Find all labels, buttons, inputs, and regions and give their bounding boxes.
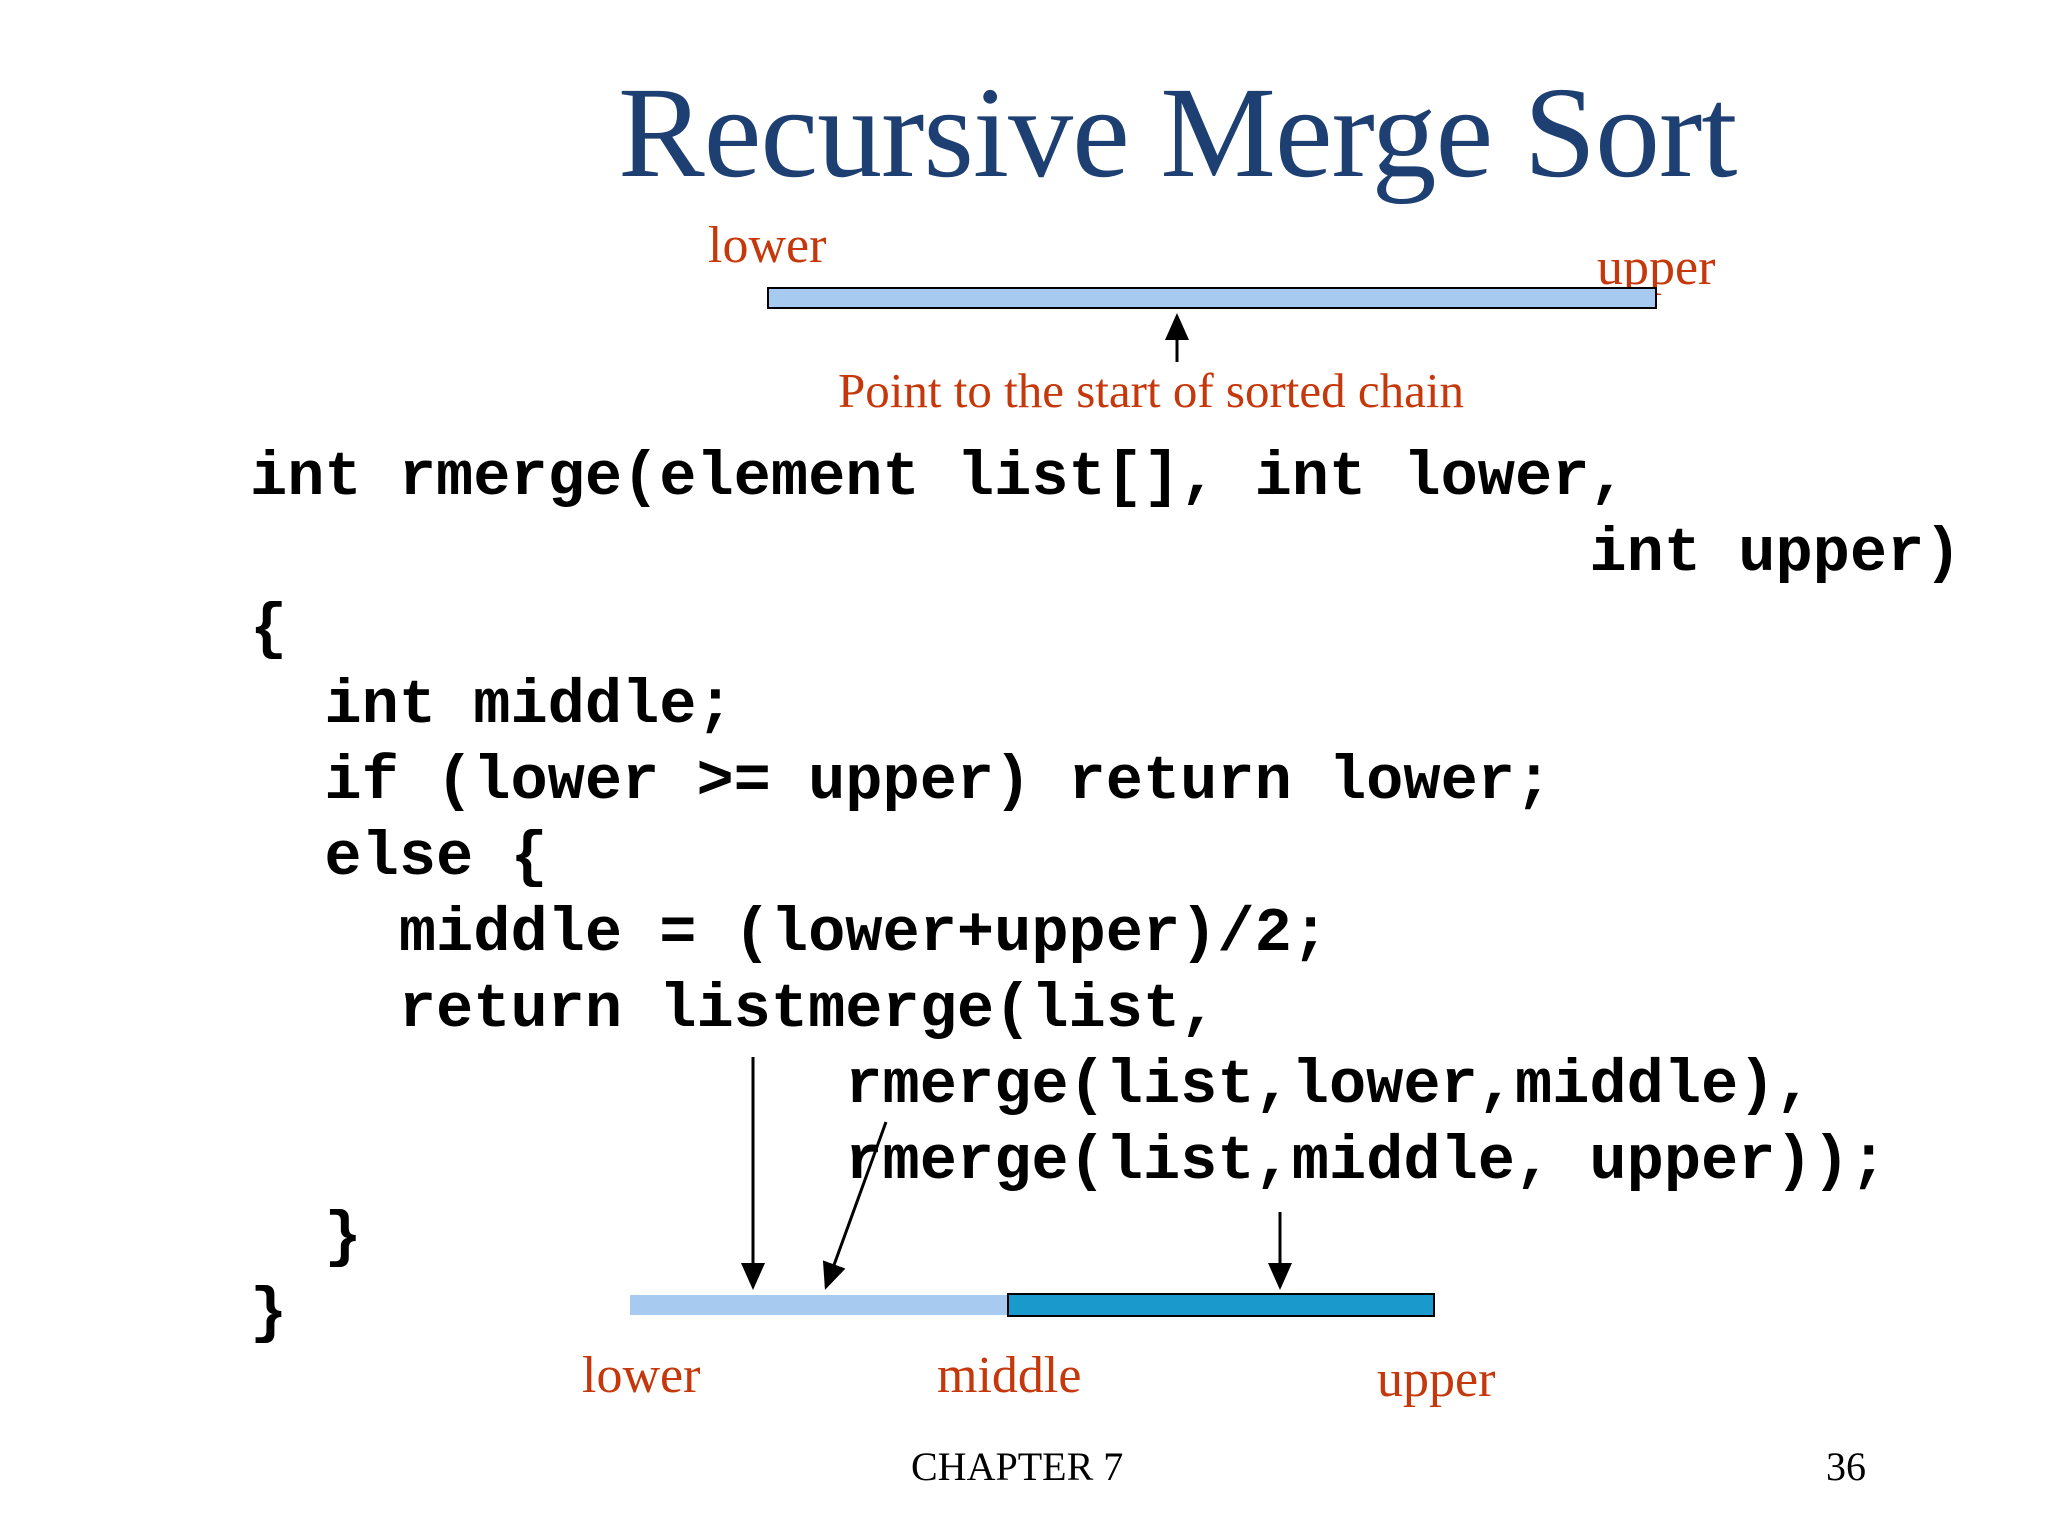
- code-line: int rmerge(element list[], int lower,: [250, 442, 1627, 513]
- bottom-bar-left-segment: [630, 1295, 1007, 1315]
- code-line: {: [250, 594, 288, 665]
- top-upper-label: upper: [1597, 239, 1716, 296]
- top-lower-label: lower: [708, 217, 827, 274]
- footer-chapter: CHAPTER 7: [911, 1444, 1124, 1489]
- code-line: }: [250, 1278, 288, 1349]
- bottom-lower-label: lower: [582, 1347, 701, 1404]
- code-line: return listmerge(list,: [250, 974, 1218, 1045]
- bottom-middle-label: middle: [937, 1347, 1082, 1404]
- top-array-bar: [767, 287, 1657, 309]
- footer-page-number: 36: [1826, 1444, 1866, 1489]
- code-line: middle = (lower+upper)/2;: [250, 898, 1329, 969]
- code-line: }: [250, 1202, 362, 1273]
- code-line: rmerge(list,middle, upper));: [250, 1126, 1888, 1197]
- code-line: else {: [250, 822, 548, 893]
- code-line: int upper): [250, 518, 1962, 589]
- code-block: int rmerge(element list[], int lower, in…: [250, 440, 1961, 1352]
- code-line: rmerge(list,lower,middle),: [250, 1050, 1813, 1121]
- bottom-upper-label: upper: [1377, 1351, 1496, 1408]
- sorted-chain-caption: Point to the start of sorted chain: [838, 363, 1464, 418]
- slide-title: Recursive Merge Sort: [618, 61, 1737, 205]
- code-line: if (lower >= upper) return lower;: [250, 746, 1553, 817]
- code-line: int middle;: [250, 670, 734, 741]
- bottom-bar-right-segment: [1007, 1293, 1435, 1317]
